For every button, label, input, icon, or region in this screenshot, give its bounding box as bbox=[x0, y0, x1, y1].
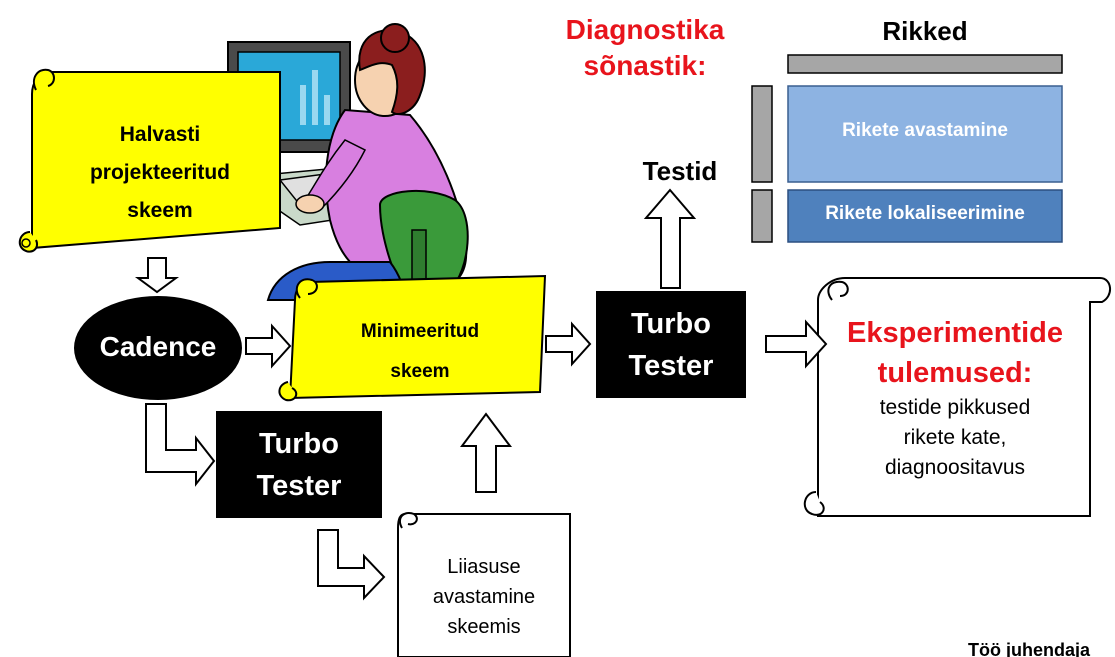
hollow-arrow-icon bbox=[245, 323, 292, 369]
hollow-arrow-icon bbox=[317, 529, 386, 601]
turbo-lower-text: Turbo Tester bbox=[216, 423, 382, 507]
min-scheme-line2: skeem bbox=[390, 361, 450, 382]
turbo-main-line2: Tester bbox=[628, 350, 714, 382]
results-line2: rikete kate, bbox=[903, 426, 1007, 449]
min-scheme-line1: Minimeeritud bbox=[360, 321, 480, 342]
bad-scheme-text: Halvasti projekteeritud skeem bbox=[50, 116, 270, 230]
tests-gray-bar-bottom bbox=[751, 189, 773, 243]
cadence-node bbox=[74, 296, 242, 400]
turbo-main-line1: Turbo bbox=[631, 308, 711, 340]
detection-label: Rikete avastamine bbox=[842, 120, 1008, 141]
hollow-arrow-icon bbox=[460, 412, 512, 493]
turbo-lower-line1: Turbo bbox=[259, 428, 339, 460]
scroll-icon bbox=[18, 68, 281, 253]
dictionary-title-line1: Diagnostika bbox=[565, 14, 725, 45]
turbo-tester-main-block bbox=[596, 291, 746, 398]
turbo-lower-line2: Tester bbox=[256, 470, 342, 502]
redundancy-text: Liiasuse avastamine skeemis bbox=[404, 552, 564, 642]
dictionary-title: Diagnostika sõnastik: bbox=[540, 12, 750, 84]
hollow-arrow-icon bbox=[134, 257, 180, 294]
hollow-arrow-icon bbox=[643, 188, 697, 289]
results-title-line1: Eksperimentide bbox=[847, 317, 1063, 349]
tests-label: Testid bbox=[642, 156, 718, 186]
turbo-main-text: Turbo Tester bbox=[596, 303, 746, 387]
results-text: Eksperimentide tulemused: testide pikkus… bbox=[822, 313, 1088, 483]
localization-label: Rikete lokaliseerimine bbox=[825, 203, 1025, 224]
results-title-line2: tulemused: bbox=[877, 357, 1033, 389]
footer-partial-text: Töö juhendaja bbox=[968, 640, 1115, 657]
bad-scheme-line2: projekteeritud bbox=[89, 161, 231, 184]
faults-header: Rikked bbox=[882, 16, 968, 46]
results-line3: diagnoositavus bbox=[884, 456, 1026, 479]
scroll-icon bbox=[803, 277, 1111, 517]
bad-scheme-line3: skeem bbox=[127, 199, 193, 222]
dictionary-title-line2: sõnastik: bbox=[583, 50, 707, 81]
redundancy-line3: skeemis bbox=[447, 616, 521, 638]
results-line1: testide pikkused bbox=[879, 396, 1031, 419]
redundancy-line1: Liiasuse bbox=[447, 556, 521, 578]
redundancy-line2: avastamine bbox=[432, 586, 536, 608]
scroll-icon bbox=[278, 274, 547, 402]
cadence-label: Cadence bbox=[99, 331, 217, 362]
detection-box bbox=[787, 85, 1063, 183]
hollow-arrow-icon bbox=[145, 403, 216, 487]
tests-gray-bar-top bbox=[751, 85, 773, 183]
hollow-arrow-icon bbox=[545, 321, 592, 367]
localization-box bbox=[787, 189, 1063, 243]
turbo-tester-lower-block bbox=[216, 411, 382, 518]
min-scheme-text: Minimeeritud skeem bbox=[315, 312, 525, 392]
bad-scheme-line1: Halvasti bbox=[119, 123, 201, 146]
hollow-arrow-icon bbox=[765, 319, 828, 369]
faults-gray-bar bbox=[787, 54, 1063, 74]
footer-partial-label: Töö juhendaja bbox=[968, 640, 1091, 657]
scroll-icon bbox=[397, 512, 571, 657]
